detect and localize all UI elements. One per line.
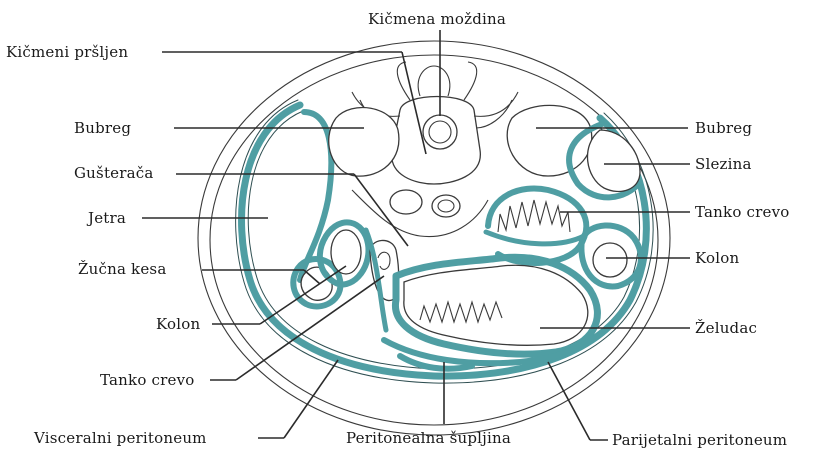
label-colon-right: Kolon xyxy=(695,249,739,267)
label-peritoneal-cavity: Peritonealna šupljina xyxy=(346,429,511,447)
spleen-shape xyxy=(588,130,640,191)
label-visceral-peritoneum: Visceralni peritoneum xyxy=(34,429,207,447)
label-small-intestine-right: Tanko crevo xyxy=(695,203,790,221)
label-kidney-left: Bubreg xyxy=(74,119,131,137)
colon-left-shape xyxy=(593,243,627,277)
mesentery-line-2 xyxy=(486,232,584,244)
liver-peritoneum xyxy=(300,112,331,280)
label-vertebra: Kičmeni pršljen xyxy=(6,43,128,61)
leader-parietal-peritoneum-diag xyxy=(548,362,590,440)
label-gallbladder: Žučna kesa xyxy=(78,260,166,278)
label-small-intestine-left: Tanko crevo xyxy=(100,371,195,389)
label-pancreas: Gušterača xyxy=(74,164,154,182)
label-spleen: Slezina xyxy=(695,155,752,173)
small-intestine-right-villi xyxy=(498,200,570,232)
label-kidney-right: Bubreg xyxy=(695,119,752,137)
leader-visceral-peritoneum-diag xyxy=(284,360,338,438)
label-liver: Jetra xyxy=(88,209,126,227)
small-intestine-right-wall xyxy=(488,189,586,264)
vena-cava xyxy=(432,195,460,217)
label-colon-left: Kolon xyxy=(156,315,200,333)
label-parietal-peritoneum: Parijetalni peritoneum xyxy=(612,431,787,449)
label-spinal-cord: Kičmena moždina xyxy=(368,10,506,28)
aorta xyxy=(390,190,422,214)
left-kidney-shape xyxy=(329,108,399,177)
label-stomach: Želudac xyxy=(695,319,757,337)
spinal-cord-shape xyxy=(423,115,457,149)
colon-right-shape xyxy=(331,230,361,274)
stomach-shape xyxy=(404,265,588,345)
